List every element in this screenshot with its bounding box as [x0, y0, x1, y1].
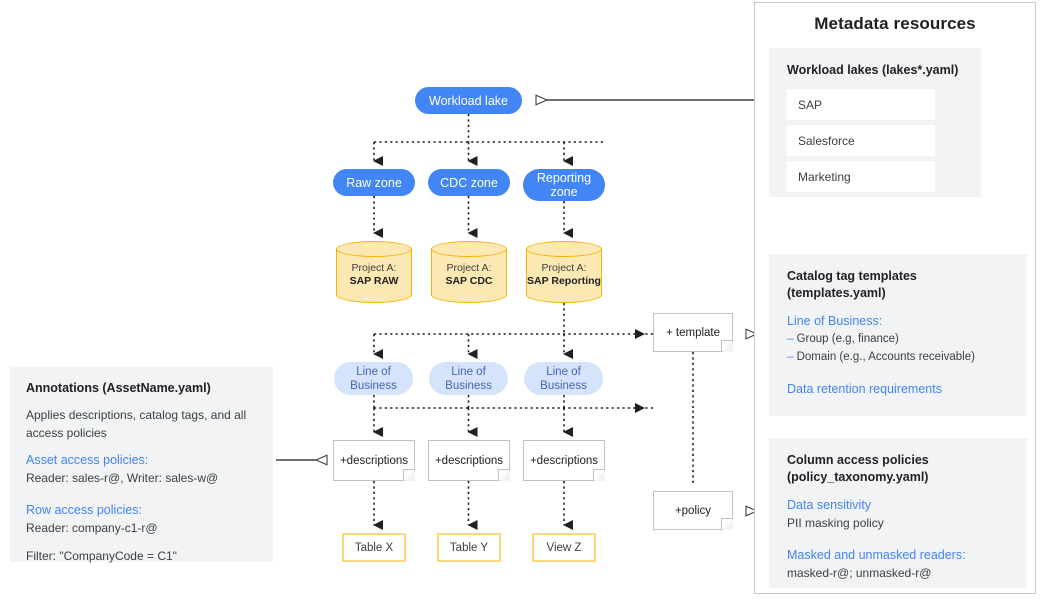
workload-lakes-heading: Workload lakes (lakes*.yaml)	[787, 63, 959, 77]
metadata-resources-title: Metadata resources	[814, 14, 976, 33]
masked-readers-value: masked-r@; unmasked-r@	[787, 566, 932, 580]
line-of-business-heading: Line of Business:	[787, 314, 883, 328]
node-line-of-business-1[interactable]: Line of Business	[334, 362, 413, 395]
row-filter-value: Filter: "CompanyCode = C1"	[26, 549, 177, 563]
note-descriptions-label: +descriptions	[434, 454, 504, 467]
lob-line-1: Line of	[356, 365, 391, 378]
node-reporting-zone[interactable]: Reporting zone	[523, 169, 605, 201]
output-table-y[interactable]: Table Y	[437, 533, 501, 562]
data-sensitivity-value: PII masking policy	[787, 516, 884, 530]
asset-access-policies-heading: Asset access policies:	[26, 453, 149, 467]
dataset-label: Project A: SAP Reporting	[526, 255, 602, 295]
node-reporting-zone-label: Reporting zone	[536, 171, 592, 199]
node-line-of-business-2[interactable]: Line of Business	[429, 362, 508, 395]
cylinder-top-ellipse	[431, 241, 507, 257]
note-descriptions-1[interactable]: +descriptions	[333, 440, 415, 481]
column-access-policies-heading: Column access policies (policy_taxonomy.…	[787, 453, 929, 484]
data-sensitivity-heading: Data sensitivity	[787, 498, 872, 512]
note-add-template-label: + template	[665, 326, 721, 339]
output-view-z[interactable]: View Z	[532, 533, 596, 562]
spacer	[26, 487, 257, 497]
template-bullet-domain: – Domain (e.g., Accounts receivable)	[787, 348, 1009, 366]
node-raw-zone-label: Raw zone	[346, 175, 402, 190]
note-descriptions-2[interactable]: +descriptions	[428, 440, 510, 481]
template-bullet-label: Domain (e.g., Accounts receivable)	[796, 351, 975, 363]
dataset-label: Project A: SAP RAW	[336, 255, 412, 295]
lake-item-label: SAP	[798, 97, 823, 112]
dataset-name: SAP Reporting	[527, 275, 601, 287]
lake-item-label: Salesforce	[798, 133, 855, 148]
note-add-policy[interactable]: +policy	[653, 491, 733, 530]
dataset-project: Project A:	[446, 262, 492, 274]
output-table-y-label: Table Y	[449, 541, 489, 554]
cylinder-top-ellipse	[526, 241, 602, 257]
annotations-panel: Annotations (AssetName.yaml) Applies des…	[10, 367, 273, 563]
bullet-dash: –	[787, 333, 794, 345]
node-raw-zone[interactable]: Raw zone	[333, 169, 415, 196]
lob-line-2: Business	[540, 379, 587, 392]
node-workload-lake[interactable]: Workload lake	[415, 87, 522, 114]
output-table-x[interactable]: Table X	[342, 533, 406, 562]
template-bullet-group: – Group (e.g, finance)	[787, 330, 1009, 348]
output-view-z-label: View Z	[546, 541, 582, 554]
asset-access-policies-value: Reader: sales-r@, Writer: sales-w@	[26, 471, 219, 485]
workload-lakes-card: Workload lakes (lakes*.yaml) SAP Salesfo…	[769, 48, 981, 197]
note-descriptions-3[interactable]: +descriptions	[523, 440, 605, 481]
catalog-tag-templates-heading: Catalog tag templates (templates.yaml)	[787, 269, 917, 300]
bullet-dash: –	[787, 351, 794, 363]
cylinder-top-ellipse	[336, 241, 412, 257]
note-add-policy-label: +policy	[674, 504, 712, 517]
lake-item-salesforce[interactable]: Salesforce	[787, 125, 935, 156]
lake-item-label: Marketing	[798, 169, 851, 184]
spacer	[787, 532, 1009, 542]
note-descriptions-label: +descriptions	[529, 454, 599, 467]
dataset-name: SAP RAW	[349, 275, 399, 287]
spacer	[787, 366, 1009, 376]
lob-line-1: Line of	[546, 365, 581, 378]
note-add-template[interactable]: + template	[653, 313, 733, 352]
dataset-cylinder-sap-raw[interactable]: Project A: SAP RAW	[336, 241, 412, 303]
node-cdc-zone-label: CDC zone	[440, 175, 498, 190]
output-table-x-label: Table X	[354, 541, 394, 554]
annotations-title: Annotations (AssetName.yaml)	[26, 381, 211, 395]
dataset-name: SAP CDC	[445, 275, 493, 287]
lake-item-sap[interactable]: SAP	[787, 89, 935, 120]
row-access-policies-value: Reader: company-c1-r@	[26, 521, 158, 535]
node-line-of-business-3[interactable]: Line of Business	[524, 362, 603, 395]
dataset-project: Project A:	[351, 262, 397, 274]
lake-item-marketing[interactable]: Marketing	[787, 161, 935, 192]
data-retention-heading: Data retention requirements	[787, 382, 942, 396]
catalog-tag-templates-card: Catalog tag templates (templates.yaml) L…	[769, 254, 1027, 416]
note-descriptions-label: +descriptions	[339, 454, 409, 467]
dataset-cylinder-sap-reporting[interactable]: Project A: SAP Reporting	[526, 241, 602, 303]
dataset-cylinder-sap-cdc[interactable]: Project A: SAP CDC	[431, 241, 507, 303]
template-bullet-label: Group (e.g, finance)	[796, 333, 899, 345]
lob-line-2: Business	[350, 379, 397, 392]
node-workload-lake-label: Workload lake	[429, 93, 508, 108]
spacer	[26, 537, 257, 547]
annotations-description: Applies descriptions, catalog tags, and …	[26, 408, 247, 440]
node-cdc-zone[interactable]: CDC zone	[428, 169, 510, 196]
dataset-project: Project A:	[541, 262, 587, 274]
lob-line-2: Business	[445, 379, 492, 392]
row-access-policies-heading: Row access policies:	[26, 503, 143, 517]
column-access-policies-card: Column access policies (policy_taxonomy.…	[769, 438, 1027, 588]
lob-line-1: Line of	[451, 365, 486, 378]
masked-readers-heading: Masked and unmasked readers:	[787, 548, 966, 562]
dataset-label: Project A: SAP CDC	[431, 255, 507, 295]
